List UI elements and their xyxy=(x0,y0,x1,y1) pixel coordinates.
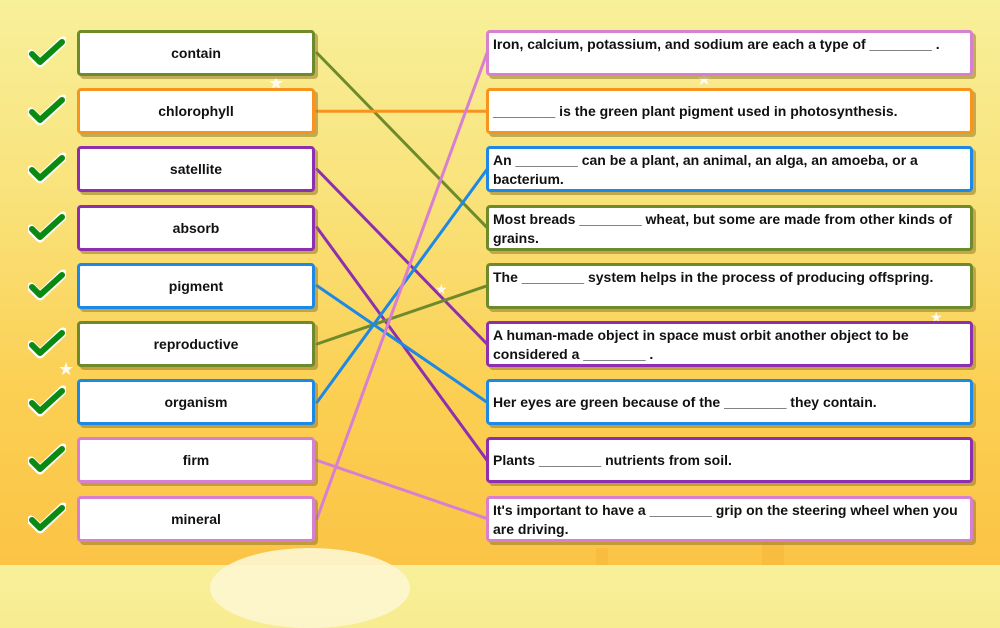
checkmark-icon xyxy=(28,269,66,301)
checkmark-icon xyxy=(28,385,66,417)
definition-text: Most breads ________ wheat, but some are… xyxy=(493,210,953,246)
checkmark-icon xyxy=(28,152,66,184)
word-card[interactable]: satellite xyxy=(77,146,315,193)
background-decoration xyxy=(762,540,784,565)
definition-card[interactable]: It's important to have a ________ grip o… xyxy=(486,495,973,542)
background-decoration xyxy=(596,548,608,565)
definition-card[interactable]: A human-made object in space must orbit … xyxy=(486,321,973,367)
match-line xyxy=(315,284,489,404)
word-label: firm xyxy=(182,452,210,469)
definition-card[interactable]: Most breads ________ wheat, but some are… xyxy=(486,204,973,251)
word-label: mineral xyxy=(171,510,221,527)
definition-text: The ________ system helps in the process… xyxy=(493,268,934,285)
match-line xyxy=(315,226,489,462)
checkmark-icon xyxy=(28,211,66,243)
definition-text: It's important to have a ________ grip o… xyxy=(493,501,958,537)
star-decoration: ★ xyxy=(58,359,75,379)
word-label: absorb xyxy=(172,219,220,236)
definition-card[interactable]: An ________ can be a plant, an animal, a… xyxy=(486,146,973,193)
definition-card[interactable]: Plants ________ nutrients from soil. xyxy=(486,437,973,484)
match-line xyxy=(315,284,489,346)
match-line xyxy=(315,167,489,404)
word-label: contain xyxy=(171,45,221,61)
word-card[interactable]: pigment xyxy=(77,262,315,309)
checkmark-icon xyxy=(28,327,66,359)
word-card[interactable]: organism xyxy=(77,379,315,426)
match-line xyxy=(315,458,489,521)
checkmark-icon xyxy=(28,36,66,68)
word-card[interactable]: contain xyxy=(77,30,315,76)
match-line xyxy=(315,167,489,346)
checkmark-icon xyxy=(28,443,66,475)
star-decoration: ★ xyxy=(930,309,943,325)
definition-text: Plants ________ nutrients from soil. xyxy=(493,451,732,468)
checkmark-icon xyxy=(28,502,66,534)
word-label: chlorophyll xyxy=(158,103,234,120)
word-label: pigment xyxy=(168,277,224,294)
match-line xyxy=(315,51,489,521)
definition-card[interactable]: Iron, calcium, potassium, and sodium are… xyxy=(486,30,973,76)
word-card[interactable]: firm xyxy=(77,437,315,484)
word-label: satellite xyxy=(169,161,223,178)
definition-text: Her eyes are green because of the ______… xyxy=(493,393,877,410)
star-decoration: ★ xyxy=(435,281,448,297)
word-card[interactable]: absorb xyxy=(77,204,315,251)
match-line xyxy=(315,51,489,230)
word-card[interactable]: chlorophyll xyxy=(77,88,315,135)
definition-text: An ________ can be a plant, an animal, a… xyxy=(493,152,918,188)
definition-text: A human-made object in space must orbit … xyxy=(493,327,909,362)
checkmark-icon xyxy=(28,94,66,126)
definition-card[interactable]: Her eyes are green because of the ______… xyxy=(486,379,973,426)
word-label: reproductive xyxy=(153,336,239,352)
star-decoration: ★ xyxy=(268,73,285,93)
definition-card[interactable]: The ________ system helps in the process… xyxy=(486,262,973,309)
word-label: organism xyxy=(164,394,228,411)
definition-text: ________ is the green plant pigment used… xyxy=(493,102,898,119)
word-card[interactable]: mineral xyxy=(77,495,315,542)
word-card[interactable]: reproductive xyxy=(77,321,315,367)
background-glow xyxy=(210,548,410,628)
definition-text: Iron, calcium, potassium, and sodium are… xyxy=(493,36,940,52)
definition-card[interactable]: ________ is the green plant pigment used… xyxy=(486,88,973,135)
